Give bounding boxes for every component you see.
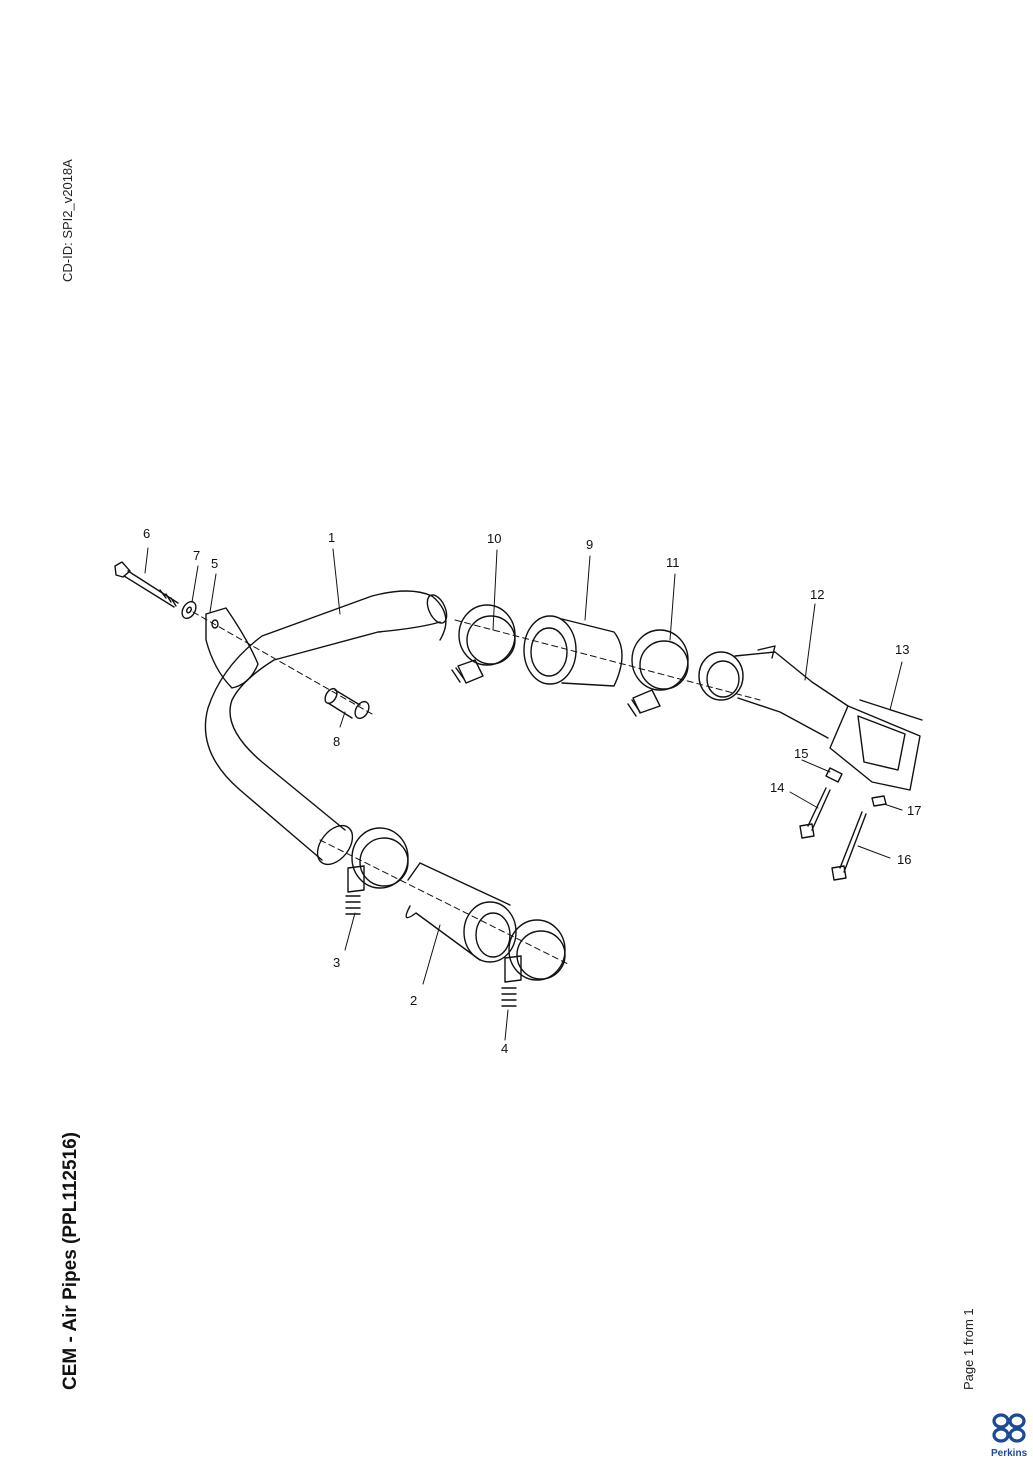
callout-17: 17 [907, 803, 921, 818]
bolt-16 [831, 811, 867, 881]
hose-9 [523, 615, 623, 687]
hose-clamp-4 [501, 919, 566, 1007]
callout-4: 4 [501, 1041, 508, 1056]
flange-housing-13 [829, 699, 923, 791]
callout-3: 3 [333, 955, 340, 970]
callout-9: 9 [586, 537, 593, 552]
callout-5: 5 [211, 556, 218, 571]
washer-7 [181, 600, 197, 620]
callout-16: 16 [897, 852, 911, 867]
callout-11: 11 [666, 555, 680, 570]
callout-2: 2 [410, 993, 417, 1008]
hose-clamp-10 [451, 604, 516, 684]
bolt-6 [114, 561, 179, 608]
hose-clamp-3 [345, 827, 409, 915]
washer-17 [871, 795, 887, 807]
callout-13: 13 [895, 642, 909, 657]
callout-1: 1 [328, 530, 335, 545]
callout-15: 15 [794, 746, 808, 761]
callout-7: 7 [193, 548, 200, 563]
bracket-5 [205, 607, 259, 689]
perkins-logo: Perkins [990, 1412, 1030, 1459]
callout-10: 10 [487, 531, 501, 546]
perkins-logo-mark: Perkins [991, 1413, 1028, 1459]
callout-6: 6 [143, 526, 150, 541]
hose-clamp-11 [627, 629, 689, 717]
svg-text:Perkins: Perkins [991, 1448, 1028, 1459]
hose-2 [405, 862, 517, 963]
washer-15 [825, 767, 843, 783]
bolt-14 [799, 787, 831, 839]
outlet-pipe-12 [698, 645, 849, 739]
sleeve-8 [324, 687, 370, 720]
callout-8: 8 [333, 734, 340, 749]
callout-14: 14 [770, 780, 784, 795]
callout-12: 12 [810, 587, 824, 602]
